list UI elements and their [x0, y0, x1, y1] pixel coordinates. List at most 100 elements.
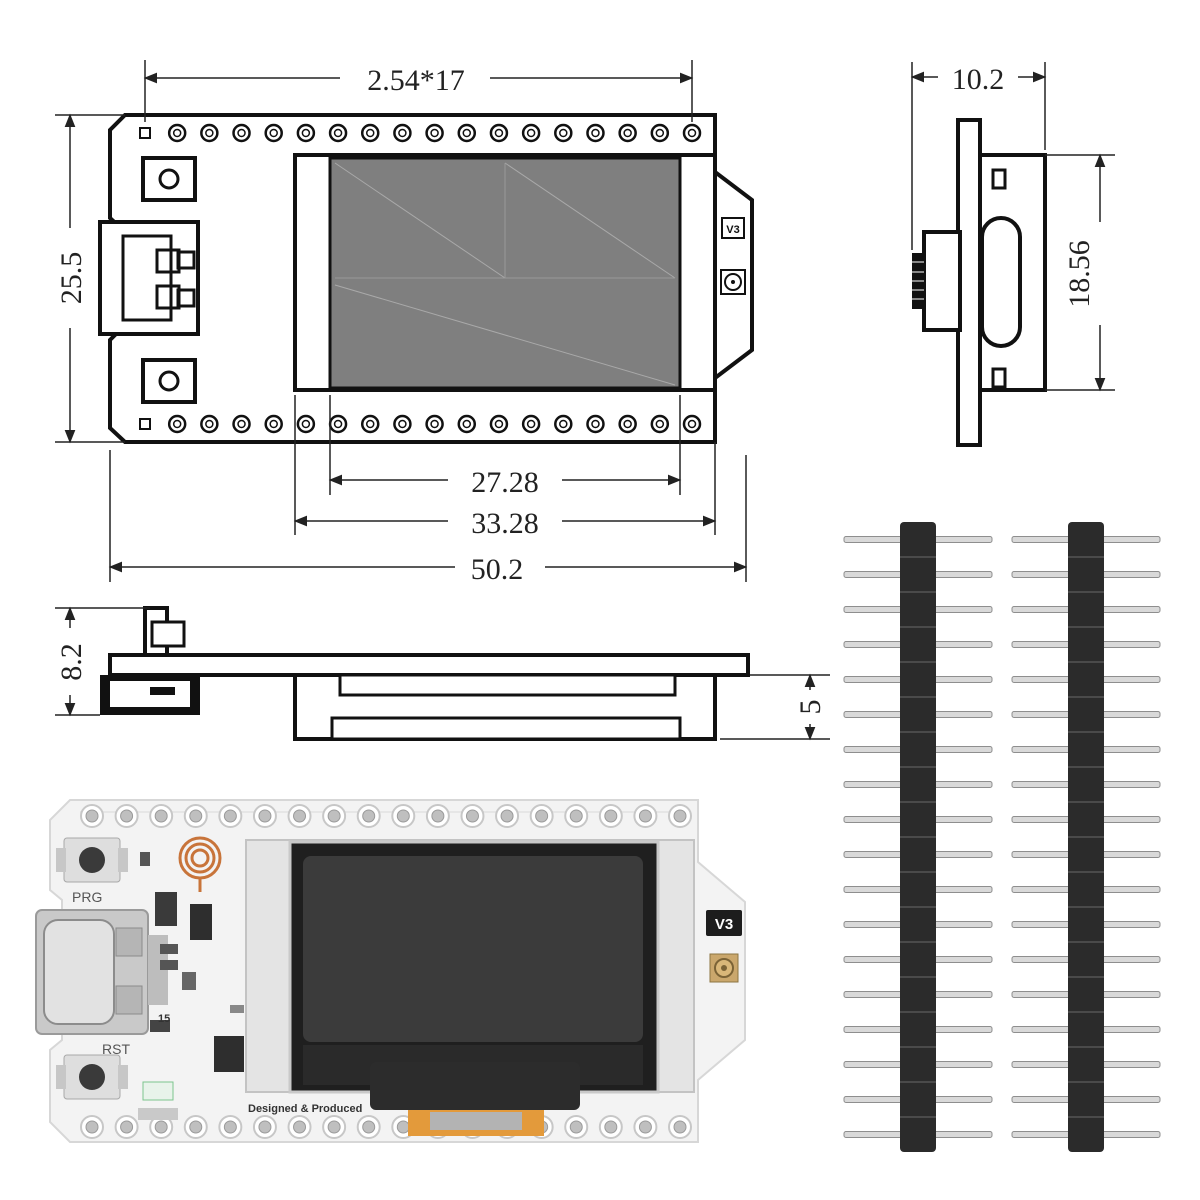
- photo-pin-hole: [223, 809, 237, 823]
- pin-hole: [623, 128, 632, 138]
- header-pin-cover: [1068, 570, 1104, 579]
- dim-pin-pitch-label: 2.54*17: [367, 64, 465, 97]
- header-pin-cover: [900, 605, 936, 614]
- dim-screen-width-label: 27.28: [471, 466, 539, 499]
- header-pin-cover: [1068, 885, 1104, 894]
- top-pin-row: [139, 123, 702, 143]
- header-pin-cover: [1068, 955, 1104, 964]
- pin-hole: [526, 128, 536, 138]
- photo-pin-hole: [362, 809, 376, 823]
- pin-hole: [398, 419, 407, 429]
- pin-hole: [237, 419, 246, 429]
- header-pin-cover: [900, 885, 936, 894]
- usb-connector-outline: [98, 220, 200, 336]
- dim-board-height-label: 25.5: [55, 252, 88, 305]
- photo-pin-hole: [85, 1120, 99, 1134]
- header-pin-cover: [1068, 1025, 1104, 1034]
- dim-board-height: 25.5: [55, 113, 125, 444]
- photo-pin-hole: [154, 809, 168, 823]
- header-pin-cover: [900, 990, 936, 999]
- photo-pin-hole: [154, 1120, 168, 1134]
- button-outline-bottom: [141, 358, 197, 404]
- photo-pin-hole: [120, 1120, 134, 1134]
- header-pin-cover: [900, 675, 936, 684]
- dim-side-height-label: 18.56: [1063, 240, 1096, 308]
- pin-hole: [687, 419, 697, 429]
- header-pin-cover: [1068, 1095, 1104, 1104]
- pin-hole: [333, 419, 343, 429]
- pin-hole: [462, 419, 472, 429]
- dim-side-width: 10.2: [910, 62, 1047, 250]
- pin-hole: [494, 419, 504, 429]
- top-view-drawing: V3 2.54*17 25.5 27.28: [55, 60, 754, 586]
- photo-pin-hole: [293, 1120, 307, 1134]
- pin-hole: [430, 128, 439, 138]
- pin-hole: [687, 128, 697, 138]
- photo-pin-hole: [396, 1120, 410, 1134]
- pin-hole: [398, 128, 407, 138]
- dim-screen-width: 27.28: [328, 395, 682, 499]
- header-pin-cover: [1068, 850, 1104, 859]
- photo-pin-hole: [638, 1120, 652, 1134]
- board-photo: PRG RST 15: [35, 799, 746, 1143]
- button-outline-top: [141, 156, 197, 202]
- photo-pin-hole: [293, 809, 307, 823]
- header-pin-cover: [900, 710, 936, 719]
- pin-hole: [237, 128, 246, 138]
- header-pin-cover: [1068, 920, 1104, 929]
- photo-pin-hole: [120, 809, 134, 823]
- photo-ipex-connector: [709, 953, 739, 983]
- pin-hole: [494, 128, 504, 138]
- header-pin-cover: [900, 780, 936, 789]
- header-pin-cover: [900, 1025, 936, 1034]
- photo-rst-button: [56, 1054, 128, 1100]
- dim-board-length-label: 50.2: [471, 553, 524, 586]
- header-pin-cover: [900, 1130, 936, 1139]
- photo-components: [138, 852, 244, 1120]
- photo-usb-c: [35, 909, 168, 1035]
- bottom-pin-row: [139, 414, 702, 434]
- photo-pin-hole: [535, 809, 549, 823]
- photo-pin-hole: [500, 809, 514, 823]
- side-usb: [922, 230, 962, 332]
- photo-pin-hole: [258, 1120, 272, 1134]
- header-pin-cover: [1068, 535, 1104, 544]
- front-view-drawing: 8.2 5: [55, 606, 830, 741]
- pin-hole: [559, 128, 568, 138]
- pin-pad-square: [139, 418, 151, 430]
- header-pin-cover: [900, 570, 936, 579]
- photo-pin-hole: [327, 1120, 341, 1134]
- photo-silkscreen: Designed & Produced: [248, 1103, 362, 1115]
- header-pin-cover: [900, 640, 936, 649]
- dim-display-depth: 5: [720, 673, 830, 741]
- header-pin-cover: [900, 850, 936, 859]
- photo-pin-hole: [327, 809, 341, 823]
- dim-display-width: 33.28: [293, 395, 717, 540]
- pin-hole: [172, 128, 182, 138]
- photo-pin-hole: [362, 1120, 376, 1134]
- pin-hole: [172, 419, 182, 429]
- pin-hole: [269, 128, 278, 138]
- photo-pin-hole: [604, 1120, 618, 1134]
- photo-pin-hole: [85, 809, 99, 823]
- photo-pin-hole: [258, 809, 272, 823]
- header-pin-cover: [1068, 605, 1104, 614]
- dim-front-height-label: 8.2: [55, 643, 88, 681]
- pin-hole: [205, 419, 214, 429]
- photo-pin-hole: [431, 809, 445, 823]
- dim-front-height: 8.2: [55, 606, 150, 717]
- front-pcb: [108, 653, 750, 677]
- dim-display-width-label: 33.28: [471, 507, 539, 540]
- pin-hole: [655, 128, 665, 138]
- pin-hole: [301, 128, 311, 138]
- photo-pin-hole: [569, 1120, 583, 1134]
- header-pin-cover: [900, 955, 936, 964]
- pin-header-left: [843, 522, 993, 1152]
- pin-hole: [591, 419, 600, 429]
- photo-pin-hole: [673, 809, 687, 823]
- pin-hole: [365, 419, 375, 429]
- pin-header-right: [1011, 522, 1161, 1152]
- side-oval: [980, 216, 1022, 348]
- header-pin-cover: [1068, 780, 1104, 789]
